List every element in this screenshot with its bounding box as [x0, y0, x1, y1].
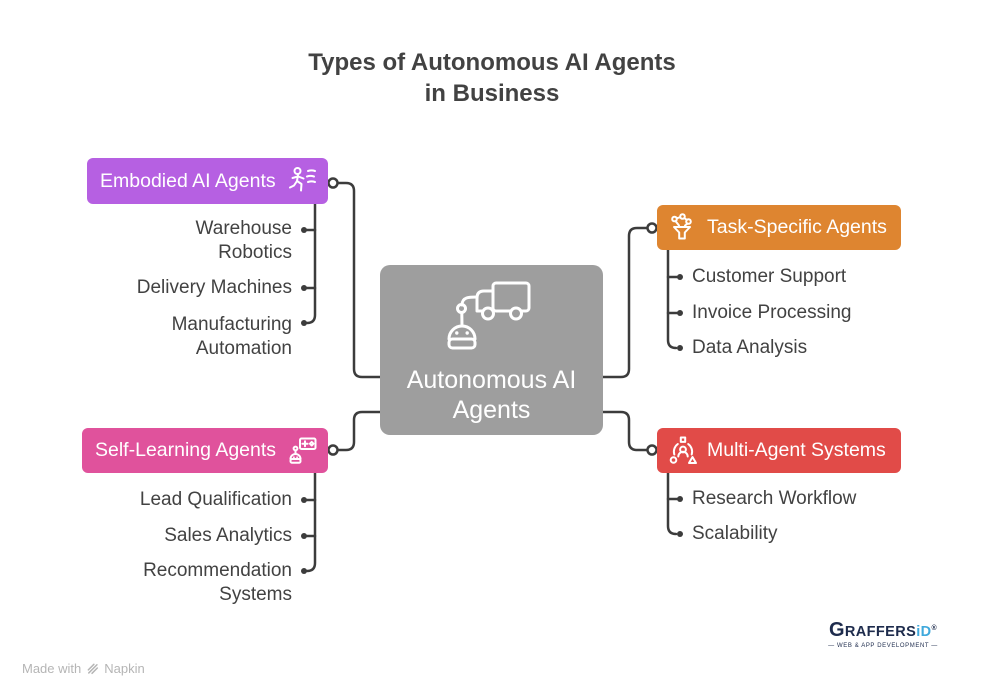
- spine-embodied: [305, 202, 317, 325]
- sub-item-research-workflow: Research Workflow: [692, 488, 857, 509]
- robot-upgrade-icon: [289, 437, 317, 464]
- napkin-icon: [87, 663, 99, 675]
- sub-item-warehouse-robotics: Warehouse Robotics: [195, 218, 292, 263]
- graffersid-wordmark: GRAFFERSiD®: [828, 619, 938, 641]
- made-with-napkin: Made with Napkin: [22, 661, 145, 676]
- sub-item-delivery-machines: Delivery Machines: [136, 277, 292, 298]
- sub-item-data-analysis: Data Analysis: [692, 337, 808, 358]
- spine-task-specific: [666, 248, 678, 350]
- sub-item-customer-support: Customer Support: [692, 266, 847, 287]
- node-task-specific-label: Task-Specific Agents: [707, 216, 887, 238]
- node-embodied-ai-agents: Embodied AI Agents: [87, 158, 328, 204]
- connector-embodied: [336, 181, 383, 379]
- graffersid-logo: GRAFFERSiD® — WEB & APP DEVELOPMENT —: [824, 619, 942, 649]
- spine-self-learning: [305, 471, 317, 573]
- spine-multi-agent: [666, 471, 678, 536]
- page-title-line2: in Business: [424, 80, 560, 107]
- connector-task-specific: [600, 226, 649, 379]
- graffersid-accent: iD: [916, 624, 932, 640]
- made-with-text: Made with: [22, 661, 82, 676]
- sub-item-scalability: Scalability: [692, 523, 778, 544]
- center-node-label: Autonomous AI Agents: [406, 366, 577, 424]
- graffersid-tagline: — WEB & APP DEVELOPMENT —: [828, 643, 938, 649]
- sub-item-manufacturing-automation: Manufacturing Automation: [171, 314, 292, 359]
- page-title-line1: Types of Autonomous AI Agents: [308, 49, 676, 76]
- node-multi-agent-label: Multi-Agent Systems: [707, 439, 886, 461]
- node-self-learning-agents: Self-Learning Agents: [82, 428, 328, 473]
- funnel-network-icon: [671, 212, 692, 239]
- port-self-learning: [327, 444, 339, 456]
- sub-item-sales-analytics: Sales Analytics: [164, 525, 292, 546]
- agents-shapes-icon: [669, 436, 697, 464]
- registered-mark: ®: [931, 625, 938, 633]
- sub-item-invoice-processing: Invoice Processing: [692, 302, 852, 323]
- running-person-icon: [289, 167, 316, 192]
- connector-multi-agent: [600, 410, 649, 452]
- port-embodied: [327, 177, 339, 189]
- node-task-specific-agents: Task-Specific Agents: [657, 205, 901, 250]
- napkin-brand-text: Napkin: [104, 661, 145, 676]
- node-autonomous-ai-agents: Autonomous AI Agents: [380, 265, 603, 435]
- page-title: Types of Autonomous AI Agents in Busines…: [242, 47, 742, 109]
- robot-delivery-truck-icon: [447, 281, 530, 350]
- node-embodied-label: Embodied AI Agents: [100, 169, 276, 192]
- port-multi-agent: [646, 444, 658, 456]
- sub-item-lead-qualification: Lead Qualification: [139, 489, 292, 510]
- port-task-specific: [646, 222, 658, 234]
- node-self-learning-label: Self-Learning Agents: [95, 439, 277, 461]
- node-multi-agent-systems: Multi-Agent Systems: [657, 428, 901, 473]
- connector-self-learning: [336, 410, 383, 452]
- sub-item-recommendation-systems: Recommendation Systems: [143, 560, 292, 605]
